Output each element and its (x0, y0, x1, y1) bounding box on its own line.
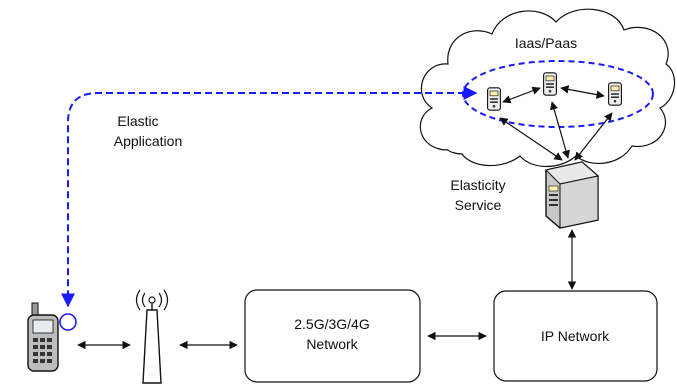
server-icon (545, 161, 600, 229)
cloud-label: Iaas/Paas (515, 35, 577, 51)
server-icon (607, 82, 623, 106)
mobile-network-box (244, 289, 421, 383)
vm2-service-arrow (550, 101, 570, 159)
mobile-phone-icon (27, 302, 59, 372)
elastic-app-label-1: Elastic (117, 113, 158, 129)
phone-app-marker (59, 313, 77, 331)
elasticity-service-label-2: Service (455, 197, 502, 213)
vm2-vm3-arrow (560, 85, 605, 99)
antenna-tower-icon (135, 289, 169, 384)
elasticity-service-label-1: Elasticity (450, 177, 505, 193)
vm3-service-arrow (574, 112, 613, 161)
elastic-app-label-2: Application (114, 133, 183, 149)
ip-network-label: IP Network (541, 328, 610, 344)
vm1-vm2-arrow (502, 86, 541, 104)
ip-network-box (493, 290, 658, 382)
server-icon (542, 72, 558, 96)
elastic-application-link (61, 86, 478, 308)
mobile-network-label-2: Network (306, 336, 358, 352)
server-icon (486, 87, 502, 111)
mobile-network-label-1: 2.5G/3G/4G (294, 316, 369, 332)
